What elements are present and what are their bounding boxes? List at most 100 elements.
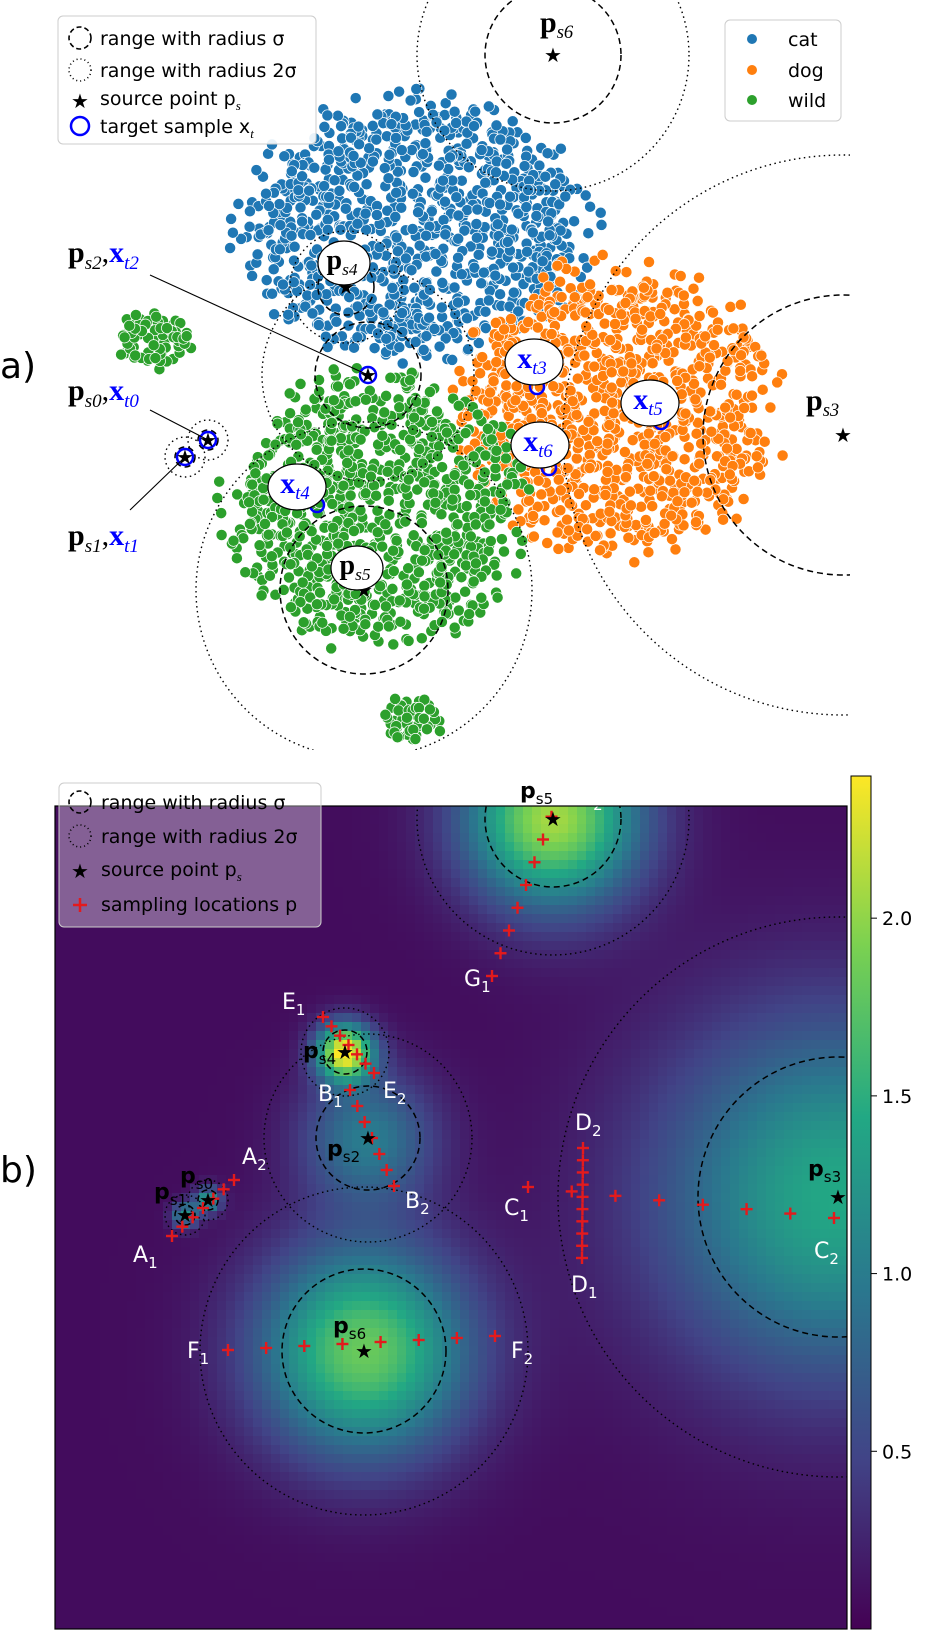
heatmap-cell bbox=[136, 986, 146, 996]
heatmap-cell bbox=[478, 815, 488, 825]
scatter-point-cat bbox=[536, 255, 549, 268]
heatmap-cell bbox=[289, 968, 299, 978]
heatmap-cell bbox=[406, 968, 416, 978]
heatmap-cell bbox=[226, 824, 236, 834]
heatmap-cell bbox=[730, 806, 740, 816]
heatmap-cell bbox=[370, 851, 380, 861]
heatmap-cell bbox=[181, 887, 191, 897]
heatmap-cell bbox=[406, 842, 416, 852]
heatmap-cell bbox=[748, 950, 758, 960]
heatmap-cell bbox=[640, 869, 650, 879]
heatmap-cell bbox=[559, 932, 569, 942]
heatmap-cell bbox=[307, 950, 317, 960]
heatmap-cell bbox=[748, 968, 758, 978]
scatter-point-wild bbox=[384, 371, 397, 384]
heatmap-cell bbox=[172, 968, 182, 978]
heatmap-cell bbox=[73, 806, 83, 816]
heatmap-cell bbox=[676, 815, 686, 825]
heatmap-cell bbox=[460, 842, 470, 852]
heatmap-cell bbox=[433, 977, 443, 987]
heatmap-cell bbox=[370, 968, 380, 978]
heatmap-cell bbox=[685, 824, 695, 834]
scatter-point-dog bbox=[695, 437, 708, 450]
heatmap-cell bbox=[82, 959, 92, 969]
heatmap-cell bbox=[721, 869, 731, 879]
heatmap-cell bbox=[370, 905, 380, 915]
heatmap-cell bbox=[316, 968, 326, 978]
heatmap-cell bbox=[568, 968, 578, 978]
heatmap-cell bbox=[451, 932, 461, 942]
scatter-point-wild bbox=[284, 601, 297, 614]
heatmap-cell bbox=[784, 842, 794, 852]
heatmap-cell bbox=[595, 806, 605, 816]
heatmap-cell bbox=[595, 869, 605, 879]
heatmap-cell bbox=[703, 896, 713, 906]
heatmap-cell bbox=[109, 896, 119, 906]
scatter-point-cat bbox=[343, 291, 356, 304]
heatmap-cell bbox=[460, 806, 470, 816]
heatmap-cell bbox=[730, 914, 740, 924]
scatter-point-dog bbox=[693, 271, 705, 284]
scatter-point-cat bbox=[439, 195, 451, 208]
heatmap-cell bbox=[370, 941, 380, 951]
heatmap-cell bbox=[334, 869, 344, 879]
heatmap-cell bbox=[127, 896, 137, 906]
scatter-point-cat bbox=[490, 119, 503, 132]
heatmap-cell bbox=[352, 878, 362, 888]
heatmap-cell bbox=[712, 842, 722, 852]
heatmap-cell bbox=[604, 932, 614, 942]
heatmap-cell bbox=[397, 986, 407, 996]
heatmap-cell bbox=[721, 842, 731, 852]
heatmap-cell bbox=[775, 869, 785, 879]
heatmap-cell bbox=[478, 914, 488, 924]
heatmap-cell bbox=[190, 950, 200, 960]
heatmap-cell bbox=[352, 959, 362, 969]
heatmap-cell bbox=[568, 806, 578, 816]
heatmap-cell bbox=[829, 869, 839, 879]
heatmap-cell bbox=[631, 959, 641, 969]
heatmap-cell bbox=[802, 923, 812, 933]
scatter-point-dog bbox=[591, 435, 604, 448]
heatmap-cell bbox=[514, 860, 524, 870]
heatmap-cell bbox=[757, 869, 767, 879]
heatmap-cell bbox=[631, 968, 641, 978]
heatmap-cell bbox=[577, 806, 587, 816]
heatmap-cell bbox=[298, 887, 308, 897]
heatmap-cell bbox=[586, 977, 596, 987]
heatmap-cell bbox=[91, 851, 101, 861]
scatter-point-dog bbox=[568, 291, 581, 304]
heatmap-cell bbox=[127, 950, 137, 960]
heatmap-cell bbox=[694, 896, 704, 906]
heatmap-cell bbox=[658, 806, 668, 816]
heatmap-cell bbox=[694, 959, 704, 969]
scatter-point-dog bbox=[658, 517, 671, 530]
heatmap-cell bbox=[730, 896, 740, 906]
heatmap-cell bbox=[253, 860, 263, 870]
scatter-point-wild bbox=[227, 534, 240, 547]
heatmap-cell bbox=[541, 968, 551, 978]
scatter-point-cat bbox=[446, 353, 459, 366]
heatmap-cell bbox=[793, 941, 803, 951]
scatter-point-cat bbox=[250, 164, 263, 177]
heatmap-cell bbox=[766, 941, 776, 951]
heatmap-cell bbox=[190, 887, 200, 897]
scatter-point-wild bbox=[321, 540, 333, 552]
heatmap-cell bbox=[109, 932, 119, 942]
scatter-point-wild bbox=[213, 475, 226, 488]
heatmap-cell bbox=[388, 833, 398, 843]
heatmap-cell bbox=[577, 869, 587, 879]
heatmap-cell bbox=[541, 959, 551, 969]
heatmap-cell bbox=[748, 905, 758, 915]
heatmap-cell bbox=[712, 851, 722, 861]
heatmap-cell bbox=[370, 959, 380, 969]
heatmap-cell bbox=[541, 851, 551, 861]
heatmap-cell bbox=[586, 851, 596, 861]
heatmap-cell bbox=[739, 833, 749, 843]
heatmap-cell bbox=[181, 905, 191, 915]
scatter-point-wild bbox=[118, 331, 131, 344]
heatmap-cell bbox=[334, 833, 344, 843]
heatmap-cell bbox=[730, 977, 740, 987]
scatter-point-cat bbox=[438, 124, 451, 137]
heatmap-cell bbox=[487, 833, 497, 843]
heatmap-cell bbox=[640, 887, 650, 897]
